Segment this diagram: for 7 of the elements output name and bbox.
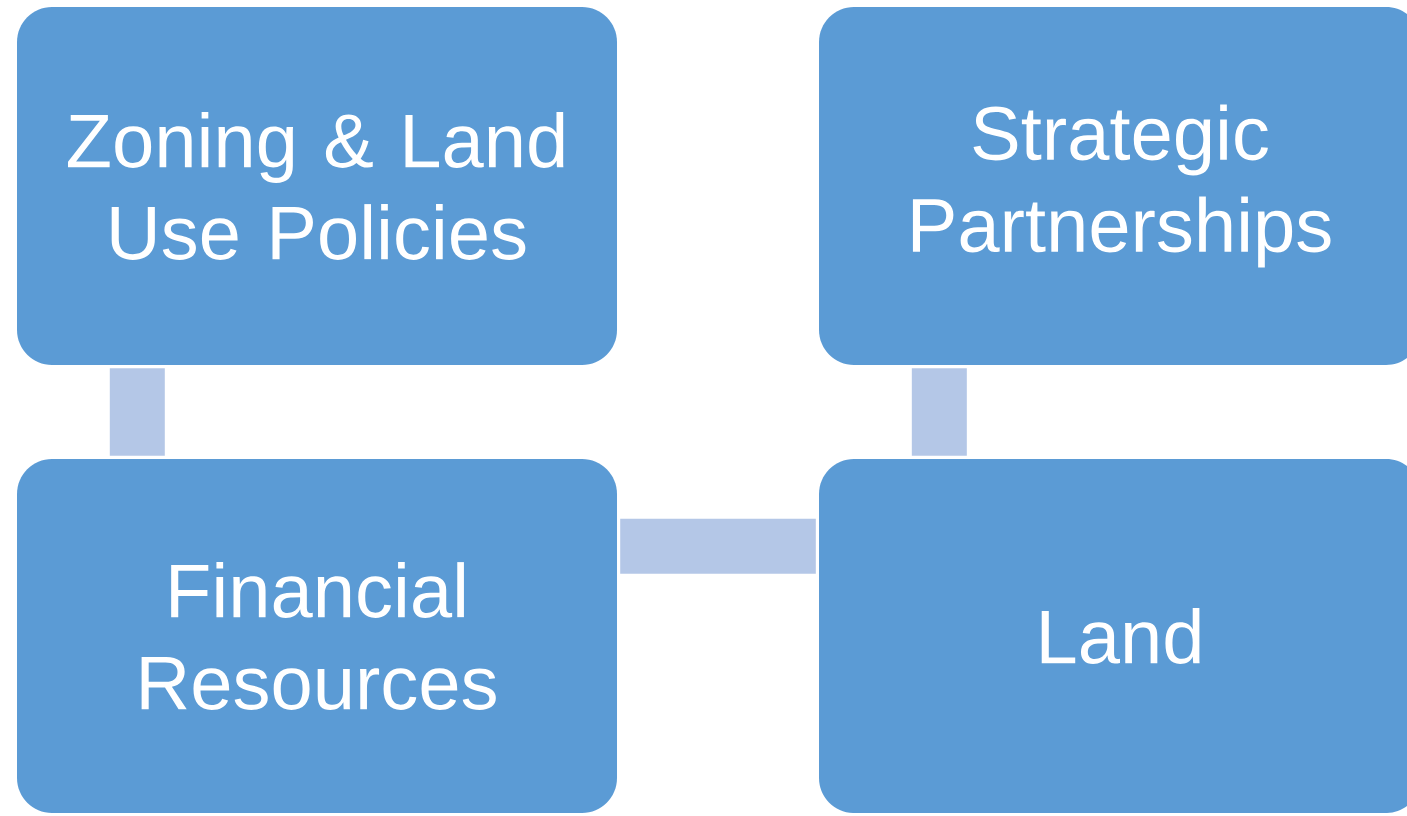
process-box: Zoning & Land Use Policies (17, 7, 617, 365)
process-box: Financial Resources (17, 459, 617, 813)
process-box: Land (819, 459, 1407, 813)
connector-bar (109, 368, 165, 456)
connector-bar (620, 518, 816, 574)
process-box: Strategic Partnerships (819, 7, 1407, 365)
connector-bar (911, 368, 967, 456)
